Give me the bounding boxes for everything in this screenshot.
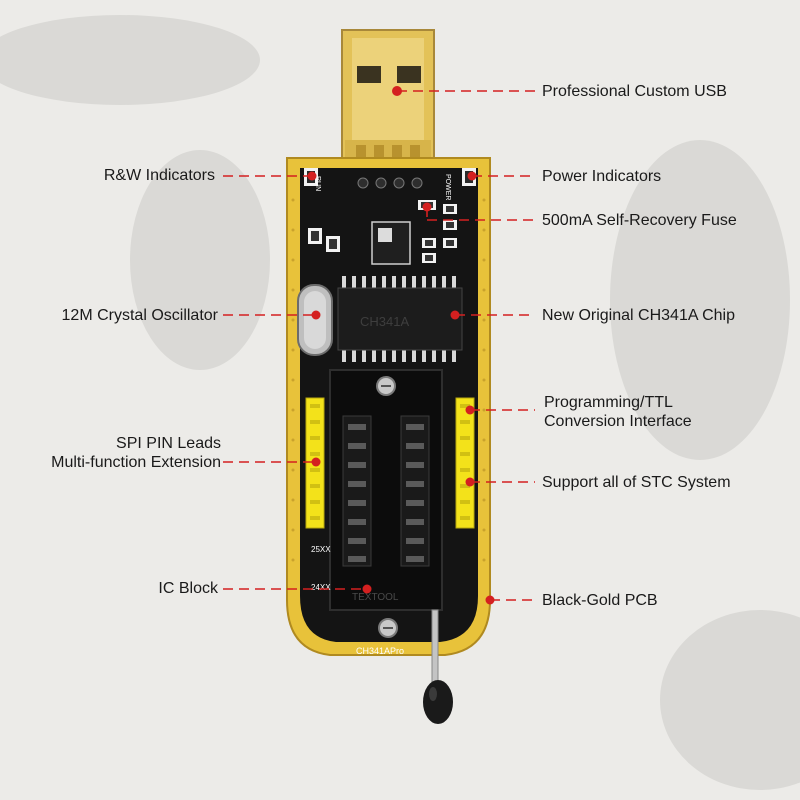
callout-dots <box>307 86 495 605</box>
zif-socket: TEXTOOL <box>329 369 443 638</box>
usb-connector <box>341 29 435 171</box>
socket-mark-25xx: 25XX <box>311 545 331 554</box>
zif-lever <box>423 609 453 724</box>
callout-power-indicators: Power Indicators <box>542 168 662 185</box>
callout-fuse: 500mA Self-Recovery Fuse <box>542 212 737 229</box>
callout-usb: Professional Custom USB <box>542 83 727 100</box>
callout-programming-line2: Conversion Interface <box>544 413 692 430</box>
power-silkscreen: POWER <box>444 174 451 200</box>
callout-spi: SPI PIN Leads Multi-function Extension <box>51 434 221 472</box>
callout-pcb: Black-Gold PCB <box>542 592 658 609</box>
ch341a-chip: CH341A <box>337 276 463 362</box>
callout-crystal: 12M Crystal Oscillator <box>61 307 218 324</box>
callout-programming-line1: Programming/TTL <box>544 394 673 411</box>
callout-rw-indicators: R&W Indicators <box>103 167 215 184</box>
callout-chip: New Original CH341A Chip <box>542 307 735 324</box>
run-silkscreen: RUN <box>314 176 321 191</box>
callout-spi-line2: Multi-function Extension <box>51 454 221 471</box>
regulator <box>371 221 411 265</box>
socket-mark-24xx: 24XX <box>311 583 331 592</box>
background-shadows <box>0 15 800 790</box>
callout-stc: Support all of STC System <box>542 474 731 491</box>
stc-pin-header <box>455 397 475 529</box>
chip-marking: CH341A <box>360 314 409 329</box>
callout-programming: Programming/TTL Conversion Interface <box>544 393 692 431</box>
callout-ic-block: IC Block <box>158 580 218 597</box>
smd-components <box>308 204 457 263</box>
callout-spi-line1: SPI PIN Leads <box>116 435 221 452</box>
side-mark: TEXTOOL <box>352 592 399 603</box>
callout-lines <box>223 90 535 601</box>
crystal-oscillator <box>297 284 333 356</box>
header-pins-top <box>357 177 423 189</box>
brand-silkscreen: CH341APro <box>356 646 404 656</box>
